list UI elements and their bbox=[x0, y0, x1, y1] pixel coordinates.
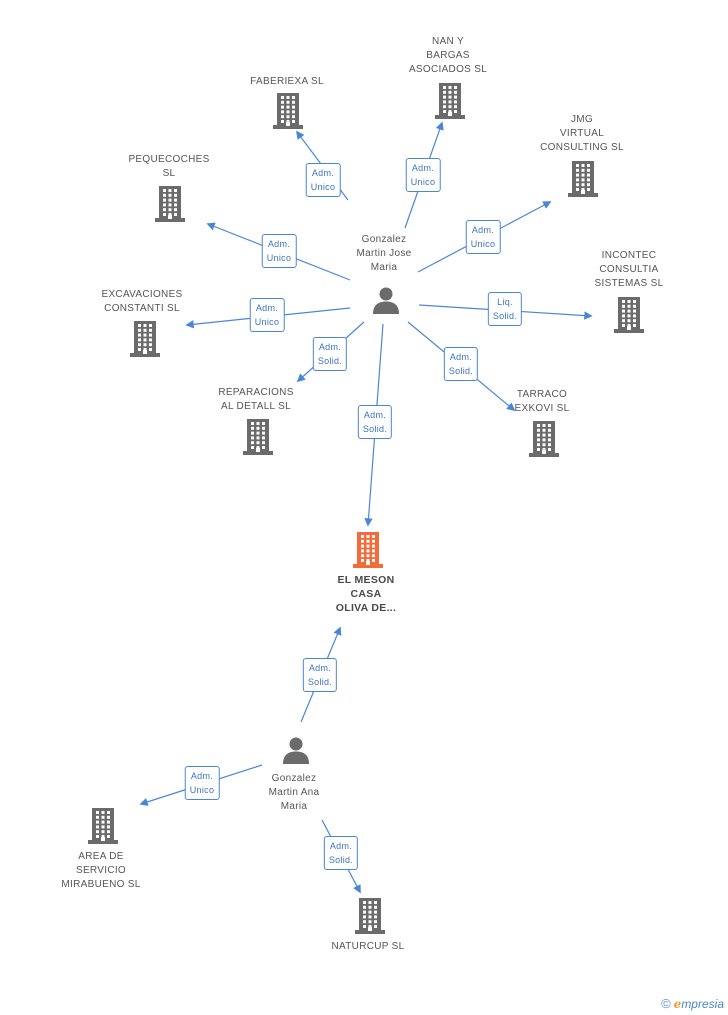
node-label-area[interactable]: AREA DE SERVICIO MIRABUENO SL bbox=[61, 851, 141, 890]
building-icon[interactable] bbox=[353, 532, 383, 573]
building-icon[interactable] bbox=[568, 161, 598, 202]
person-icon[interactable] bbox=[282, 736, 310, 769]
node-label-gmj[interactable]: Gonzalez Martin Jose Maria bbox=[356, 234, 412, 273]
node-label-incontec[interactable]: INCONTEC CONSULTIA SISTEMAS SL bbox=[594, 250, 664, 289]
role-label-gmj-jmg[interactable]: Adm. Unico bbox=[465, 220, 501, 254]
node-label-gma[interactable]: Gonzalez Martin Ana Maria bbox=[268, 773, 320, 812]
building-icon[interactable] bbox=[355, 898, 385, 939]
role-label-gmj-excavaciones[interactable]: Adm. Unico bbox=[249, 298, 285, 332]
building-icon[interactable] bbox=[273, 93, 303, 134]
role-label-gmj-tarraco[interactable]: Adm. Solid. bbox=[443, 347, 479, 381]
node-label-excavaciones[interactable]: EXCAVACIONES CONSTANTI SL bbox=[101, 289, 183, 314]
copyright-symbol: © bbox=[661, 996, 671, 1011]
role-label-gma-elmeson[interactable]: Adm. Solid. bbox=[302, 658, 338, 692]
role-label-gmj-reparaciones[interactable]: Adm. Solid. bbox=[312, 337, 348, 371]
building-icon[interactable] bbox=[88, 808, 118, 849]
person-icon[interactable] bbox=[372, 286, 400, 319]
node-label-pequecoches[interactable]: PEQUECOCHES SL bbox=[128, 154, 210, 179]
building-icon[interactable] bbox=[614, 297, 644, 338]
node-label-tarraco[interactable]: TARRACO EXKOVI SL bbox=[514, 389, 570, 414]
node-label-nan[interactable]: NAN Y BARGAS ASOCIADOS SL bbox=[408, 36, 488, 75]
building-icon[interactable] bbox=[435, 83, 465, 124]
role-label-gma-area[interactable]: Adm. Unico bbox=[184, 766, 220, 800]
building-icon[interactable] bbox=[529, 421, 559, 462]
role-label-gma-naturcup[interactable]: Adm. Solid. bbox=[323, 836, 359, 870]
role-label-gmj-elmeson[interactable]: Adm. Solid. bbox=[357, 405, 393, 439]
role-label-gmj-pequecoches[interactable]: Adm. Unico bbox=[261, 234, 297, 268]
node-label-jmg[interactable]: JMG VIRTUAL CONSULTING SL bbox=[540, 114, 624, 153]
brand-logo: empresia bbox=[673, 996, 724, 1011]
building-icon[interactable] bbox=[130, 321, 160, 362]
role-label-gmj-faberiexa[interactable]: Adm. Unico bbox=[305, 163, 341, 197]
building-icon[interactable] bbox=[243, 419, 273, 460]
node-label-elmeson[interactable]: EL MESON CASA OLIVA DE... bbox=[335, 574, 397, 614]
node-label-reparaciones[interactable]: REPARACIONS AL DETALL SL bbox=[218, 387, 294, 412]
role-label-gmj-incontec[interactable]: Liq. Solid. bbox=[487, 292, 523, 326]
role-label-gmj-nan[interactable]: Adm. Unico bbox=[405, 158, 441, 192]
node-label-faberiexa[interactable]: FABERIEXA SL bbox=[250, 76, 324, 87]
brand-footer: © empresia bbox=[661, 996, 724, 1011]
node-label-naturcup[interactable]: NATURCUP SL bbox=[331, 941, 405, 952]
building-icon[interactable] bbox=[155, 186, 185, 227]
